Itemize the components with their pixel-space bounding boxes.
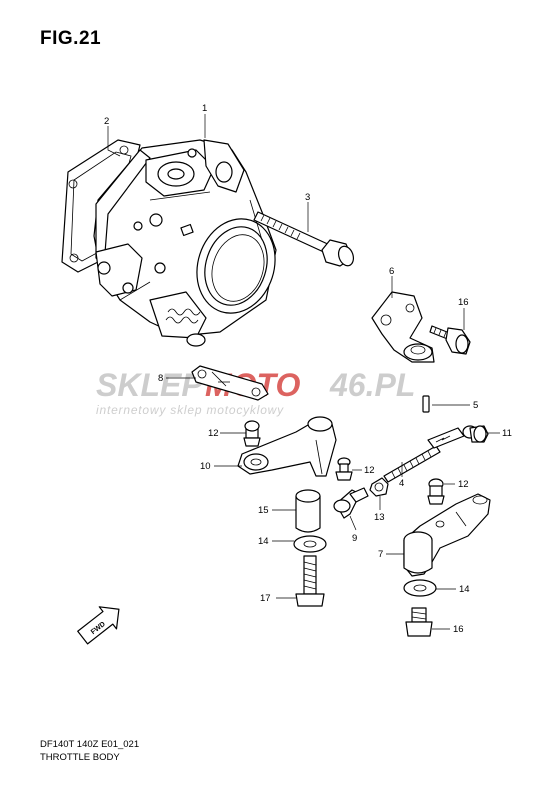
callout-14-left: 14 bbox=[258, 536, 269, 547]
bracket-part-6 bbox=[371, 291, 435, 363]
forward-arrow-icon: FWD bbox=[77, 606, 120, 645]
screw-part-12-middle bbox=[335, 457, 353, 481]
bolt-part-16-upper bbox=[429, 325, 471, 355]
bolt-part-3 bbox=[253, 211, 355, 267]
leader-lines bbox=[107, 114, 500, 630]
callout-11: 11 bbox=[502, 428, 512, 439]
ball-socket-part-9 bbox=[333, 487, 369, 519]
callout-13: 13 bbox=[374, 512, 385, 523]
watermark-brand-left: SKLEP bbox=[96, 367, 203, 403]
collar-part-15 bbox=[295, 489, 321, 533]
callout-9: 9 bbox=[352, 533, 357, 544]
callout-14-right: 14 bbox=[459, 584, 470, 595]
diagram-caption: THROTTLE BODY bbox=[40, 752, 120, 763]
bolt-part-16-lower bbox=[405, 607, 433, 637]
screw-part-12-right bbox=[427, 478, 445, 505]
washer-part-14-right bbox=[403, 579, 437, 597]
callout-8: 8 bbox=[158, 373, 163, 384]
watermark-tagline: internetowy sklep motocyklowy bbox=[96, 403, 284, 417]
callout-6: 6 bbox=[389, 266, 394, 277]
nut-part-13 bbox=[369, 477, 389, 497]
callout-7: 7 bbox=[378, 549, 383, 560]
watermark-brand-right: 46.PL bbox=[329, 367, 415, 403]
callout-12-middle: 12 bbox=[364, 465, 375, 476]
screw-part-11 bbox=[469, 425, 489, 443]
lever-arm-part-10 bbox=[237, 416, 337, 477]
throttle-lever-part-7 bbox=[403, 493, 491, 577]
throttle-link-part-8 bbox=[191, 365, 269, 401]
callout-16-upper: 16 bbox=[458, 297, 469, 308]
callout-10: 10 bbox=[200, 461, 211, 472]
figure-title: FIG.21 bbox=[40, 28, 102, 49]
threaded-rod-part-4 bbox=[383, 425, 478, 483]
screw-part-12-left bbox=[243, 420, 261, 447]
callout-15: 15 bbox=[258, 505, 269, 516]
bolt-part-17 bbox=[295, 555, 325, 607]
callout-2: 2 bbox=[104, 116, 109, 127]
callout-1: 1 bbox=[202, 103, 207, 114]
callout-3: 3 bbox=[305, 192, 310, 203]
washer-part-14-left bbox=[293, 535, 327, 553]
callout-12-left: 12 bbox=[208, 428, 219, 439]
callout-17: 17 bbox=[260, 593, 271, 604]
callout-12-right: 12 bbox=[458, 479, 469, 490]
callout-5: 5 bbox=[473, 400, 478, 411]
callout-4: 4 bbox=[399, 478, 404, 489]
diagram-code: DF140T 140Z E01_021 bbox=[40, 739, 140, 750]
callout-numbers: 1 2 3 6 16 8 5 12 11 10 12 12 4 13 9 15 … bbox=[104, 103, 512, 635]
throttle-body-part-1 bbox=[93, 139, 277, 347]
pin-part-5 bbox=[422, 395, 430, 413]
callout-16-lower: 16 bbox=[453, 624, 464, 635]
